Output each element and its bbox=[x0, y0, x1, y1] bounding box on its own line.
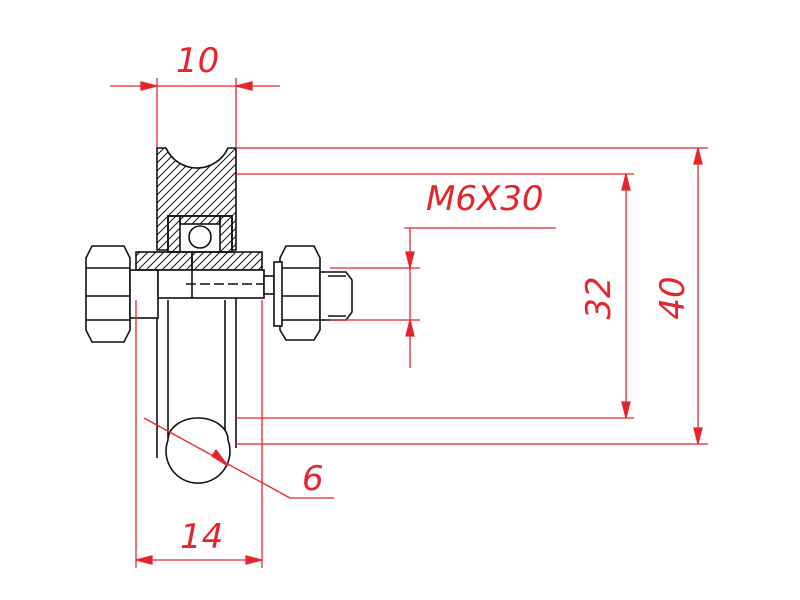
label-bottom-width: 14 bbox=[180, 517, 223, 557]
dim-top-width bbox=[110, 78, 280, 148]
dim-thread bbox=[330, 227, 556, 368]
label-top-width: 10 bbox=[176, 41, 219, 81]
label-outer-diameter: 40 bbox=[653, 276, 693, 319]
bearing-race-right bbox=[219, 215, 233, 253]
groove-section bbox=[165, 417, 231, 484]
label-thread-spec: M6X30 bbox=[426, 179, 544, 219]
label-groove-radius: 6 bbox=[302, 459, 324, 499]
dim-groove-radius bbox=[143, 417, 334, 499]
dim-bottom-width bbox=[135, 300, 263, 568]
axle-bolt bbox=[157, 269, 275, 299]
dim-outer-diameter bbox=[236, 147, 708, 445]
bolt-head bbox=[85, 245, 159, 343]
hex-nut bbox=[273, 245, 353, 341]
spacer-right bbox=[191, 251, 263, 271]
dim-inner-diameter bbox=[236, 173, 634, 419]
pulley-wheel bbox=[156, 147, 237, 484]
dimensions bbox=[110, 78, 708, 568]
bearing-ball bbox=[188, 225, 212, 249]
bearing-race-top bbox=[179, 215, 221, 225]
thread-end bbox=[319, 271, 353, 321]
bearing-race-left bbox=[167, 215, 181, 253]
label-inner-diameter: 32 bbox=[579, 276, 619, 319]
spacer-left bbox=[135, 251, 193, 271]
